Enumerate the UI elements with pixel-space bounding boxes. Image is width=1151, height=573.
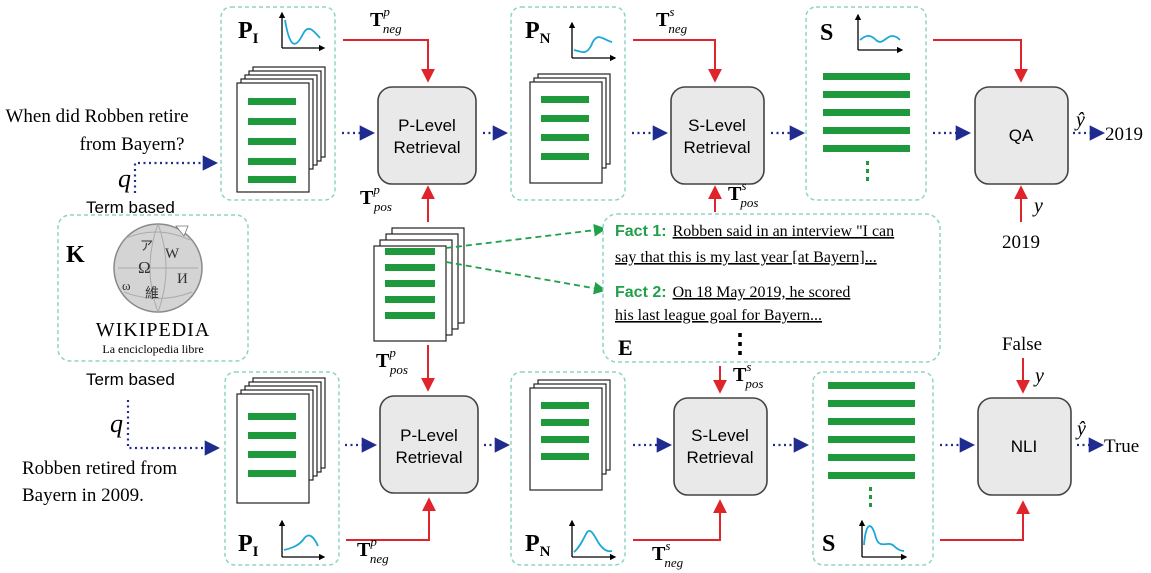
bottom-t-neg-p-arrow	[346, 497, 436, 541]
svg-text:W: W	[165, 246, 180, 262]
bottom-claim-line2: Bayern in 2009.	[22, 485, 144, 506]
bottom-plevel-line2: Retrieval	[395, 448, 462, 467]
svg-text:維: 維	[145, 286, 159, 302]
bottom-pi-box	[224, 371, 340, 566]
fact2-line1: Fact 2:On 18 May 2019, he scored	[615, 284, 850, 301]
top-pi-box	[220, 6, 336, 201]
bottom-plevel-line1: P-Level	[400, 426, 458, 445]
bottom-nli-module	[977, 397, 1072, 496]
top-slevel-retrieval-module	[670, 86, 765, 185]
bottom-term-based-label: Term based	[86, 370, 175, 389]
bottom-t-neg-s-arrow	[633, 499, 727, 541]
top-qa-module	[974, 86, 1069, 185]
e-label: E	[618, 335, 633, 360]
top-pi-distribution-chart	[278, 11, 326, 52]
bottom-slevel-line1: S-Level	[691, 426, 749, 445]
top-q-symbol: q	[118, 164, 131, 193]
svg-text:ω: ω	[122, 278, 131, 293]
bottom-pi-label: PI	[238, 531, 259, 560]
k-label: K	[66, 242, 85, 268]
top-t-neg-s-arrow	[633, 39, 722, 83]
bottom-s-label: S	[822, 531, 835, 557]
bottom-s-box	[812, 371, 934, 566]
wikipedia-globe-icon: Ω W И 維 ω ア	[113, 223, 203, 313]
top-yhat: ŷ	[1074, 109, 1085, 131]
top-question-line1: When did Robben retire	[5, 106, 188, 127]
bottom-pn-box	[510, 371, 626, 566]
top-s-label: S	[820, 20, 833, 46]
top-y-symbol: y	[1032, 195, 1043, 217]
bottom-y-symbol: y	[1033, 365, 1044, 387]
k-box	[57, 214, 249, 362]
bottom-q-symbol: q	[110, 409, 123, 438]
top-s-sentence-bars	[823, 73, 910, 181]
bottom-yhat: ŷ	[1075, 418, 1086, 440]
svg-text:И: И	[177, 271, 188, 287]
knowledge-source: K Ω W И 維 ω ア WIKIPEDIA La enciclopedia …	[57, 214, 249, 362]
fact1-line1: Fact 1:Robben said in an interview "I ca…	[615, 223, 894, 240]
bottom-claim-line1: Robben retired from	[22, 458, 177, 479]
top-slevel-line2: Retrieval	[683, 138, 750, 157]
gold-document-stack	[373, 227, 465, 342]
fact2-link-arrow	[445, 261, 607, 295]
fact2-line2: his last league goal for Bayern...	[615, 307, 822, 324]
fact1-line2: say that this is my last year [at Bayern…	[615, 249, 877, 266]
top-pn-distribution-chart	[568, 21, 617, 62]
top-s-distribution-chart	[854, 13, 904, 54]
top-pi-label: PI	[238, 18, 259, 47]
top-question-line2: from Bayern?	[80, 134, 185, 155]
top-output-value: 2019	[1105, 124, 1143, 145]
bottom-slevel-retrieval-module	[673, 397, 768, 496]
fact1-link-arrow	[445, 223, 607, 249]
bottom-s-sentence-bars	[828, 382, 915, 507]
top-pn-label: PN	[525, 18, 551, 47]
top-term-based-label: Term based	[86, 198, 175, 217]
bottom-pn-distribution-chart	[568, 519, 617, 561]
evidence-ellipsis: ⋮	[727, 329, 753, 358]
top-pn-document-stack	[529, 73, 611, 184]
top-plevel-line2: Retrieval	[393, 138, 460, 157]
bottom-slevel-line2: Retrieval	[686, 448, 753, 467]
wikipedia-tagline: La enciclopedia libre	[102, 342, 203, 356]
top-plevel-retrieval-module	[377, 86, 477, 185]
bottom-s-to-nli-red-arrow	[940, 500, 1030, 541]
wikipedia-wordmark: WIKIPEDIA	[96, 319, 211, 341]
bottom-pi-document-stack	[236, 377, 326, 504]
bottom-pn-label: PN	[525, 531, 551, 560]
evidence-box: Fact 1:Robben said in an interview "I ca…	[602, 213, 941, 363]
top-gold-value: 2019	[1002, 232, 1040, 253]
top-pn-box	[510, 6, 626, 201]
bottom-s-distribution-chart	[858, 519, 908, 561]
top-query-arrow	[133, 155, 219, 193]
top-pipeline: When did Robben retire from Bayern? q Te…	[5, 4, 1143, 253]
top-t-neg-p-arrow	[343, 39, 435, 83]
top-slevel-line1: S-Level	[688, 116, 746, 135]
svg-text:ア: ア	[140, 238, 153, 253]
top-s-box	[805, 6, 927, 201]
top-pi-document-stack	[236, 66, 326, 193]
svg-text:Ω: Ω	[138, 258, 151, 277]
bottom-pipeline: Term based q Robben retired from Bayern …	[22, 334, 1139, 570]
bottom-query-arrow	[126, 400, 221, 456]
bottom-pi-distribution-chart	[278, 519, 326, 561]
bottom-task-label: NLI	[1011, 437, 1037, 456]
top-s-to-qa-red-arrow	[933, 39, 1028, 83]
top-plevel-line1: P-Level	[398, 116, 456, 135]
bottom-gold-value: False	[1002, 334, 1042, 355]
bottom-pn-document-stack	[529, 379, 611, 491]
top-task-label: QA	[1009, 126, 1034, 145]
bottom-plevel-retrieval-module	[379, 395, 479, 494]
bottom-output-value: True	[1104, 436, 1139, 457]
